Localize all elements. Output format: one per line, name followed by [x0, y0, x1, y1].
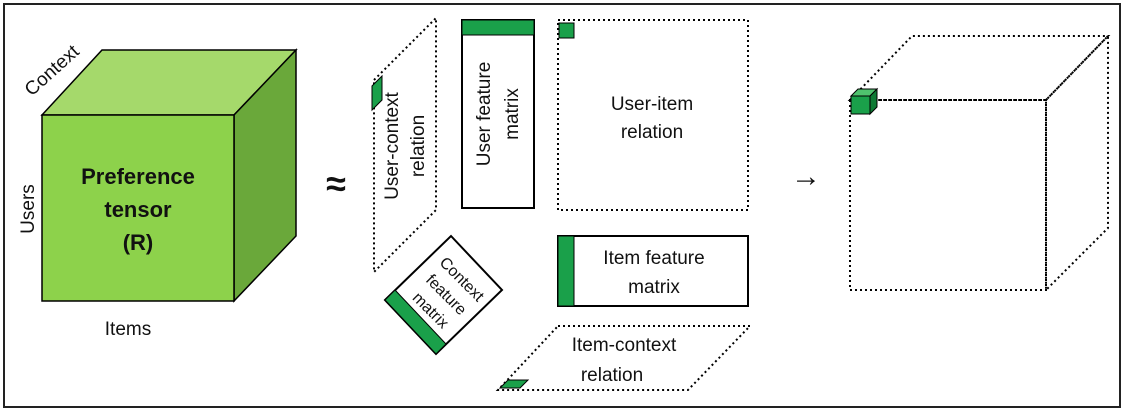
result-cube-side [1045, 33, 1109, 293]
cube-title-line1: Preference [81, 164, 195, 189]
approx-symbol: ≈ [326, 163, 346, 204]
user-item-cell [558, 22, 575, 39]
item-feature-label-line1: Item feature [603, 248, 704, 269]
user-context-label-line2: relation [408, 115, 429, 177]
user-feature-label-line2: matrix [502, 88, 523, 140]
user-feature-label-line1: User feature [474, 62, 495, 167]
item-feature-matrix: Item feature matrix [557, 235, 749, 307]
result-cell-front [850, 95, 871, 115]
item-feature-box [557, 235, 749, 307]
user-feature-box [461, 19, 535, 209]
user-item-label-line2: relation [621, 122, 683, 143]
item-context-cell [498, 379, 530, 389]
user-feature-matrix: User feature matrix [461, 19, 535, 209]
context-feature-matrix: Context feature matrix [383, 234, 504, 356]
cube-title-line2: tensor [104, 197, 172, 222]
reconstructed-tensor-cube [847, 33, 1111, 293]
cube-title-line3: (R) [123, 230, 154, 255]
user-context-relation: User-context relation [371, 15, 437, 275]
user-context-label-line1: User-context [382, 91, 403, 199]
item-context-plane [495, 325, 753, 391]
axis-label-items: Items [105, 319, 151, 340]
user-item-plane [557, 19, 749, 211]
item-context-label-line2: relation [581, 365, 643, 386]
result-cube-cell [849, 87, 879, 116]
context-feature-row-highlight [384, 289, 447, 355]
user-item-relation: User-item relation [557, 19, 749, 211]
item-feature-column-highlight [557, 235, 575, 307]
result-cube-front [849, 99, 1047, 291]
axis-label-users: Users [18, 184, 39, 234]
result-arrow: → [791, 160, 821, 193]
user-feature-row-highlight [461, 19, 535, 36]
user-item-label-line1: User-item [611, 94, 693, 115]
preference-tensor-cube: Preference tensor (R) [40, 48, 298, 303]
user-context-plane [373, 15, 437, 275]
item-context-label-line1: Item-context [572, 335, 677, 356]
item-context-relation: Item-context relation [495, 325, 753, 391]
cube-front-face [41, 114, 235, 302]
item-feature-label-line2: matrix [628, 277, 680, 298]
user-context-cell [371, 74, 383, 112]
result-cube-top [847, 35, 1111, 101]
